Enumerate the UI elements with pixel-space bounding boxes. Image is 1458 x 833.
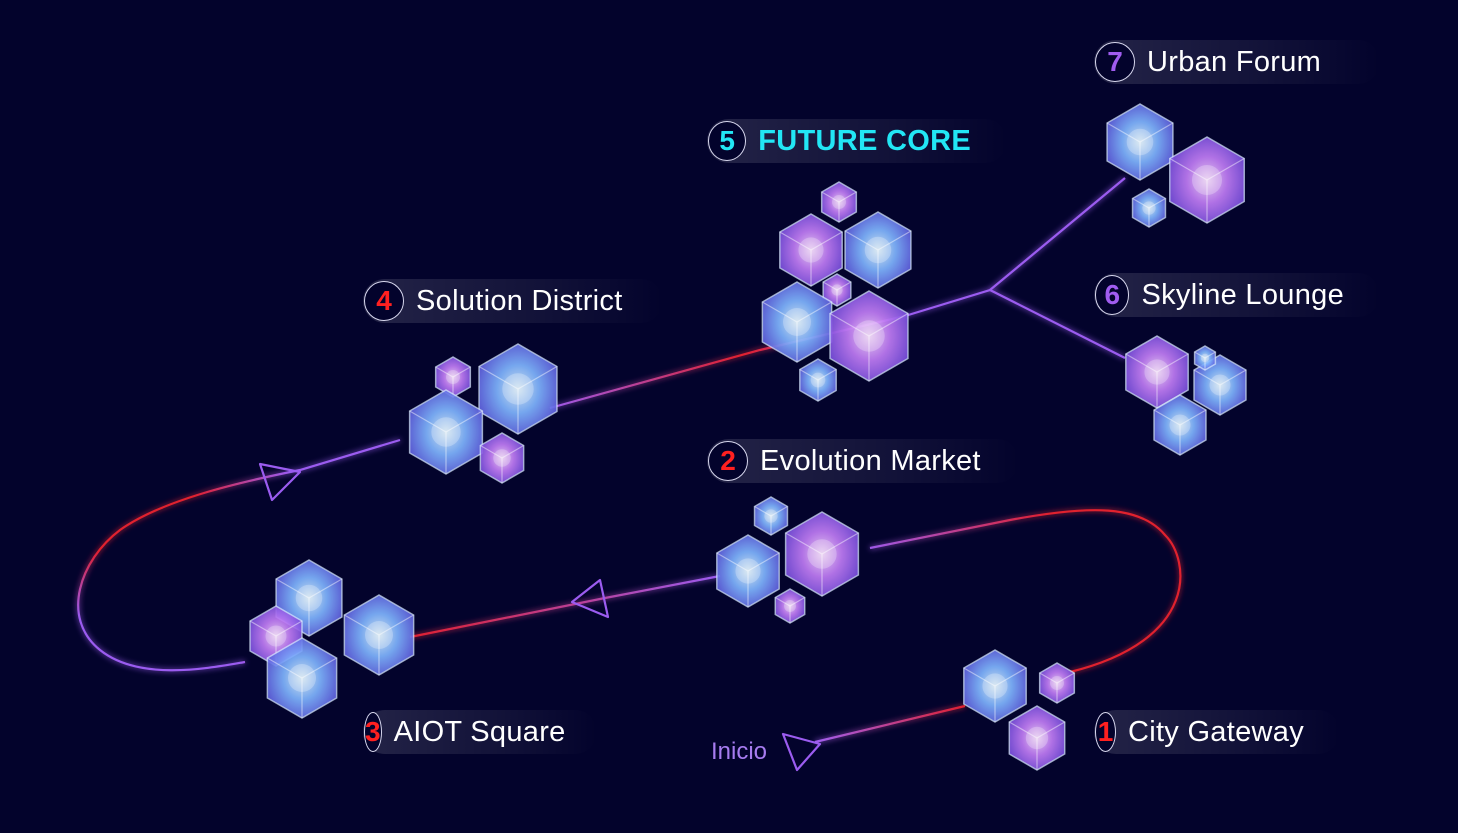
stop-number-7: 7: [1095, 42, 1135, 82]
stop-name-3: AIOT Square: [393, 715, 566, 748]
stop-number-6: 6: [1095, 275, 1130, 315]
cube-clusters: [249, 103, 1247, 771]
cube-icon: [1008, 705, 1066, 771]
stop-name-7: Urban Forum: [1147, 45, 1322, 78]
start-arrow-icon: [781, 732, 822, 772]
stop-name-1: City Gateway: [1127, 715, 1304, 748]
stop-name-2: Evolution Market: [760, 444, 981, 477]
stop-label-4[interactable]: 4 Solution District: [363, 279, 663, 323]
cube-icon: [774, 588, 806, 624]
stop-label-7[interactable]: 7 Urban Forum: [1094, 40, 1380, 84]
cube-icon: [1125, 335, 1189, 409]
cube-icon: [1193, 345, 1217, 371]
cube-icon: [408, 389, 484, 475]
stop-name-5: FUTURE CORE: [758, 124, 971, 157]
stop-number-1: 1: [1095, 712, 1116, 752]
cube-icon: [761, 281, 833, 363]
cube-icon: [1169, 136, 1245, 224]
stop-number-5: 5: [708, 121, 747, 161]
cube-icon: [829, 290, 909, 382]
stop-name-6: Skyline Lounge: [1141, 278, 1344, 311]
cube-icon: [716, 534, 780, 608]
start-label: Inicio: [711, 738, 768, 765]
arrow-icon: [258, 462, 302, 502]
cube-icon: [820, 181, 858, 223]
cube-icon: [822, 273, 852, 307]
direction-arrows: [258, 462, 822, 772]
cube-icon: [963, 649, 1027, 723]
cube-icon: [478, 343, 558, 435]
cube-icon: [1131, 188, 1167, 228]
stop-label-3[interactable]: 3 AIOT Square: [363, 710, 597, 754]
cube-icon: [784, 511, 860, 597]
cube-icon: [434, 356, 472, 398]
stop-name-4: Solution District: [416, 284, 623, 317]
stop-number-2: 2: [708, 441, 748, 481]
stop-number-4: 4: [364, 281, 404, 321]
stop-label-2[interactable]: 2 Evolution Market: [707, 439, 1019, 483]
cube-icon: [1153, 394, 1207, 456]
cube-icon: [479, 432, 525, 484]
stop-label-5[interactable]: 5 FUTURE CORE: [707, 119, 1007, 163]
stop-number-3: 3: [364, 712, 382, 752]
cube-icon: [779, 213, 843, 287]
cube-icon: [844, 211, 912, 289]
cube-icon: [343, 594, 415, 676]
stop-label-6[interactable]: 6 Skyline Lounge: [1094, 273, 1380, 317]
cube-icon: [799, 358, 837, 402]
cube-icon: [266, 637, 338, 719]
cube-icon: [753, 496, 789, 536]
cube-icon: [1106, 103, 1174, 181]
arrow-icon: [570, 578, 610, 619]
cube-icon: [1193, 354, 1247, 416]
cube-icon: [1038, 662, 1076, 704]
stop-label-1[interactable]: 1 City Gateway: [1094, 710, 1340, 754]
